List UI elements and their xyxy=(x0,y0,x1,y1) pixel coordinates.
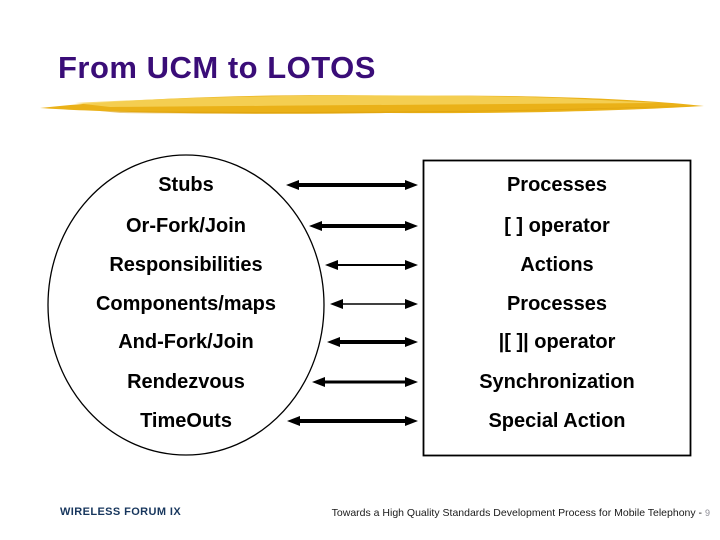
lotos-item: Special Action xyxy=(488,410,626,432)
page-title: From UCM to LOTOS xyxy=(58,50,376,85)
ucm-item: Or-Fork/Join xyxy=(125,215,246,237)
ucm-item: Components/maps xyxy=(95,293,277,315)
lotos-item: |[ ]| operator xyxy=(498,331,616,353)
mapping-arrow xyxy=(287,416,418,426)
mapping-arrow xyxy=(330,299,418,309)
lotos-item: Processes xyxy=(506,293,608,315)
footer-organization: WIRELESS FORUM IX xyxy=(60,506,182,518)
footer-caption: Towards a High Quality Standards Develop… xyxy=(332,507,710,519)
footer-caption-text: Towards a High Quality Standards Develop… xyxy=(331,507,703,519)
ucm-ellipse xyxy=(47,154,325,456)
mapping-arrows xyxy=(286,180,418,426)
mapping-arrow xyxy=(286,180,418,190)
ucm-item: Responsibilities xyxy=(109,254,263,276)
ucm-item: TimeOuts xyxy=(140,410,232,432)
ucm-item: Rendezvous xyxy=(127,371,245,393)
page-number: 9 xyxy=(704,508,710,518)
mapping-arrow xyxy=(312,377,418,387)
mapping-arrow xyxy=(309,221,418,231)
ucm-item: And-Fork/Join xyxy=(118,331,254,353)
lotos-item: [ ] operator xyxy=(504,215,610,237)
lotos-box xyxy=(422,159,692,457)
lotos-item: Actions xyxy=(520,254,594,276)
ucm-item: Stubs xyxy=(158,174,214,196)
mapping-arrow xyxy=(325,260,418,270)
mapping-arrow xyxy=(327,337,418,347)
brush-stroke xyxy=(40,95,704,114)
lotos-item: Synchronization xyxy=(479,371,635,393)
lotos-item: Processes xyxy=(506,174,608,196)
